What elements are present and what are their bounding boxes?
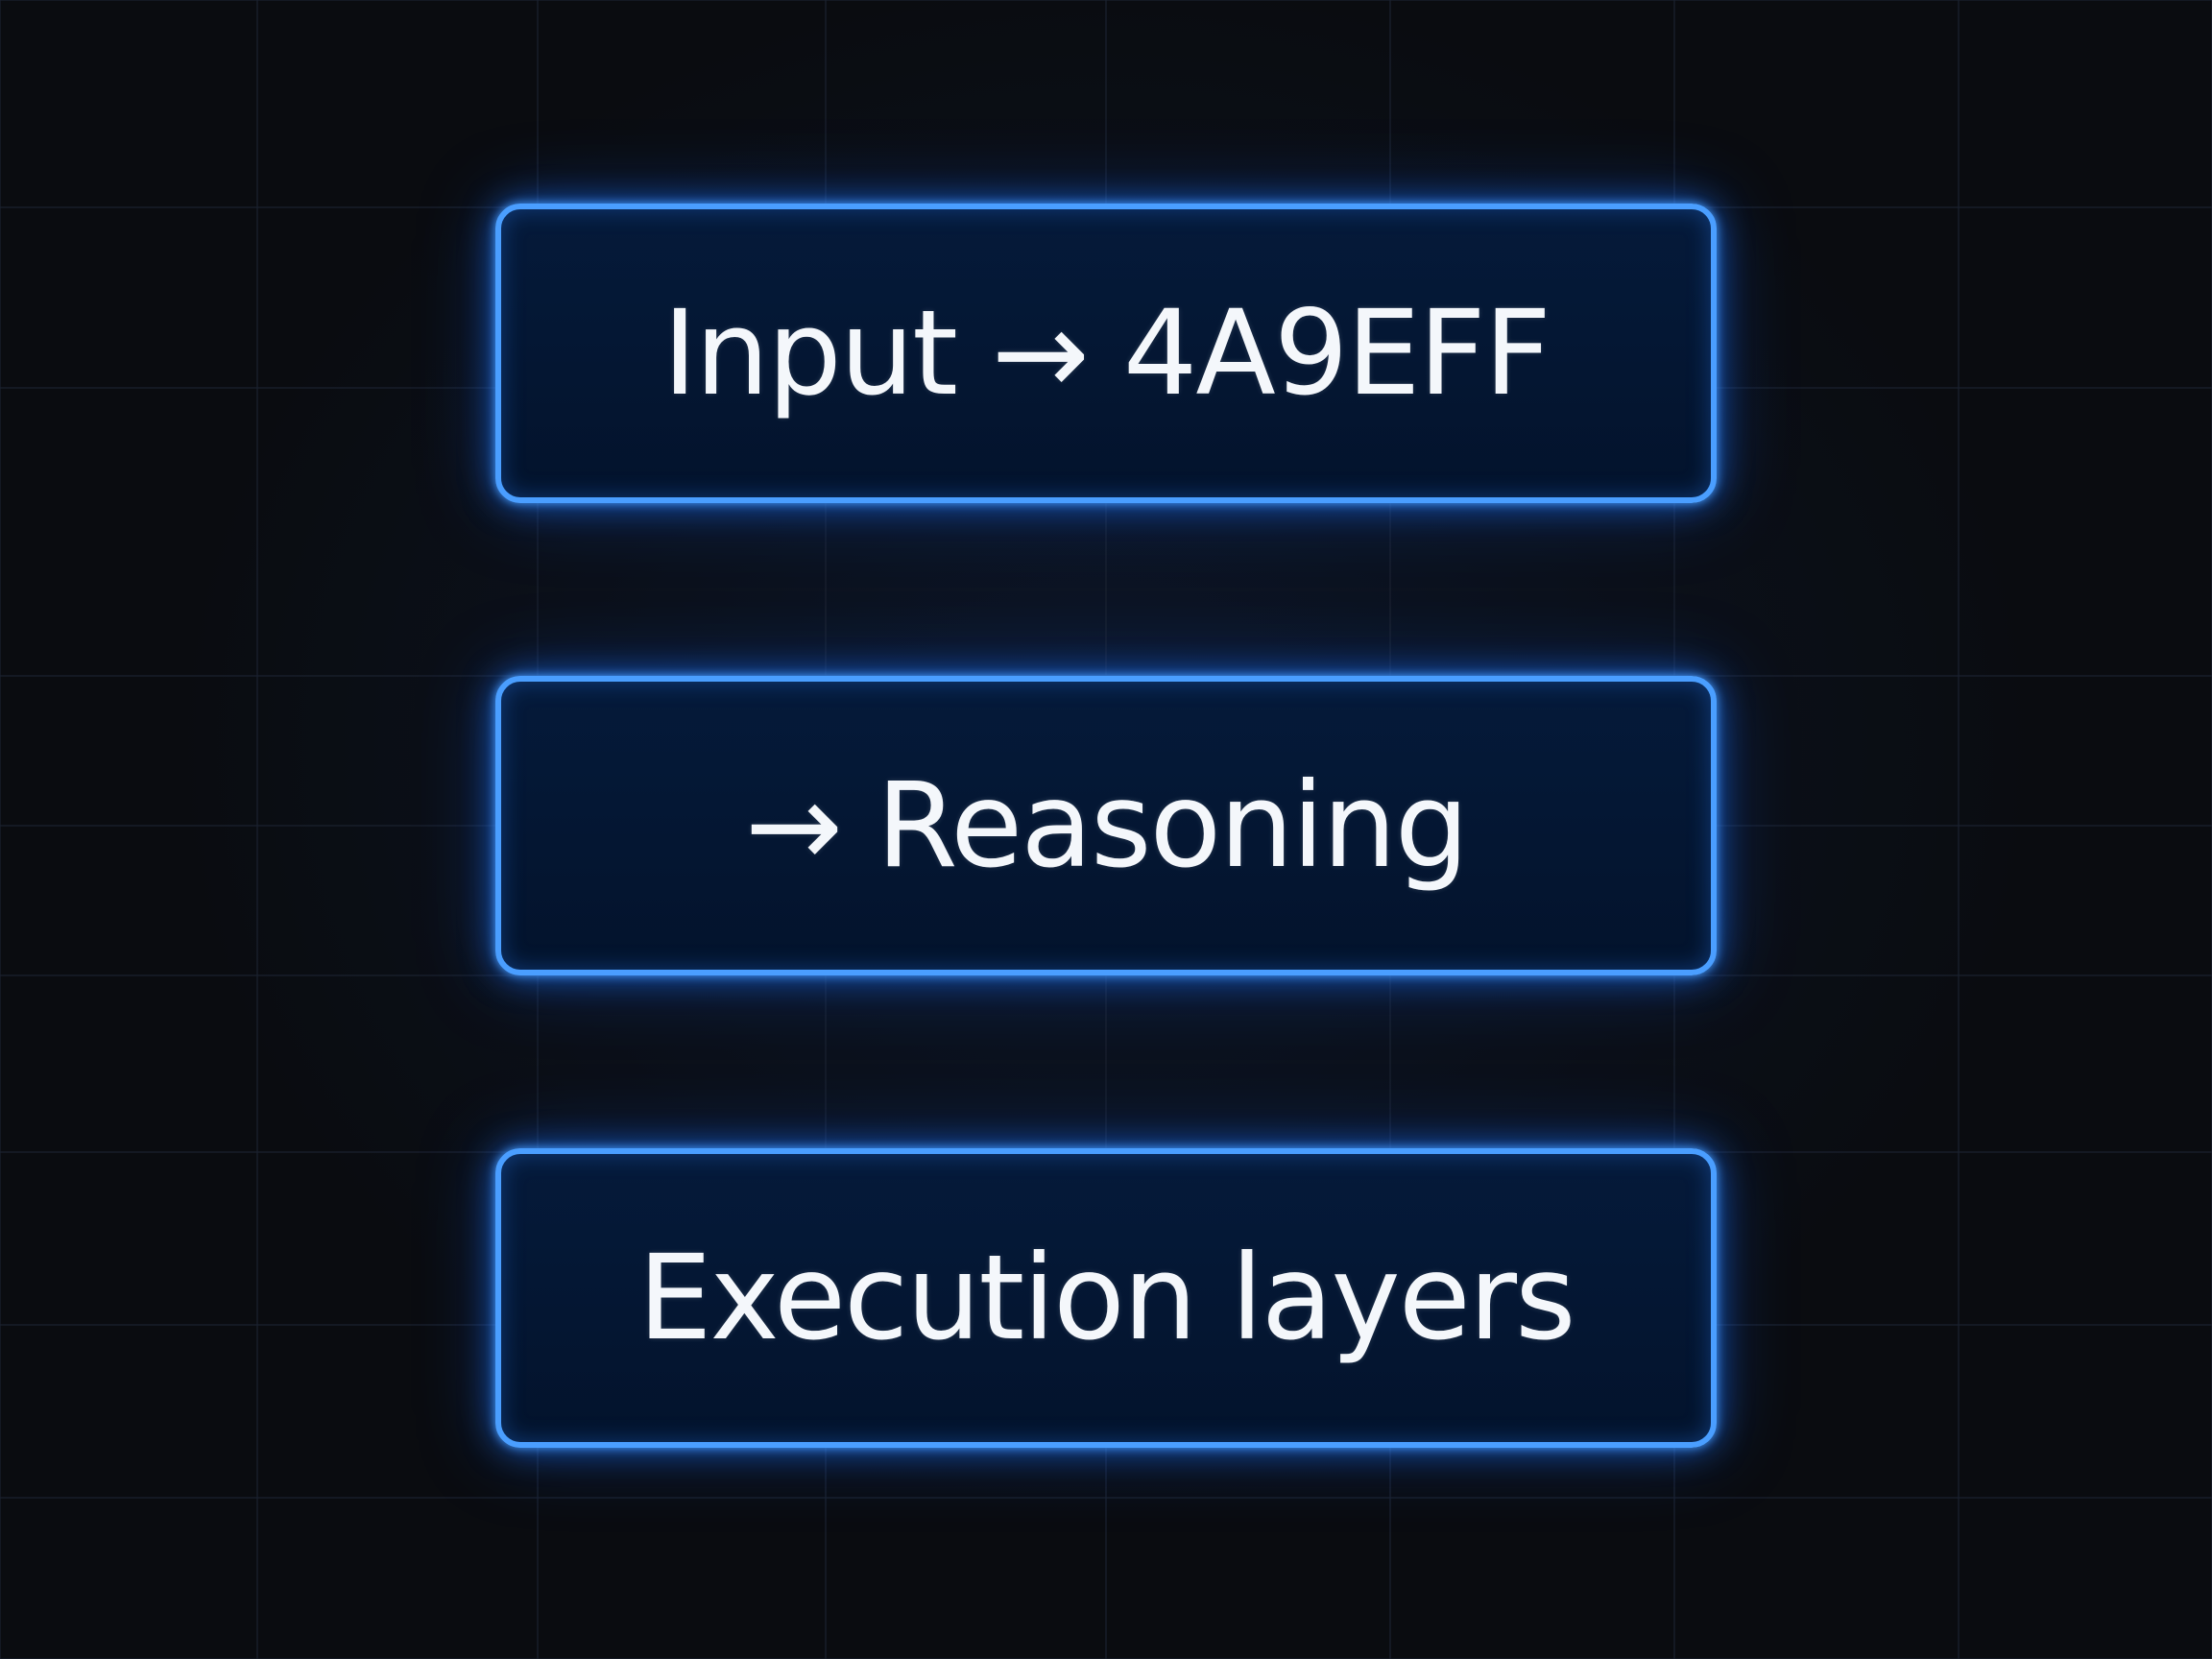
reasoning-layer-label: → Reasoning bbox=[744, 757, 1469, 894]
input-layer-box: Input → 4A9EFF bbox=[495, 204, 1717, 503]
reasoning-layer-box: → Reasoning bbox=[495, 676, 1717, 975]
execution-layer-label: Execution layers bbox=[637, 1230, 1575, 1366]
input-layer-label: Input → 4A9EFF bbox=[662, 285, 1551, 421]
execution-layer-box: Execution layers bbox=[495, 1148, 1717, 1448]
